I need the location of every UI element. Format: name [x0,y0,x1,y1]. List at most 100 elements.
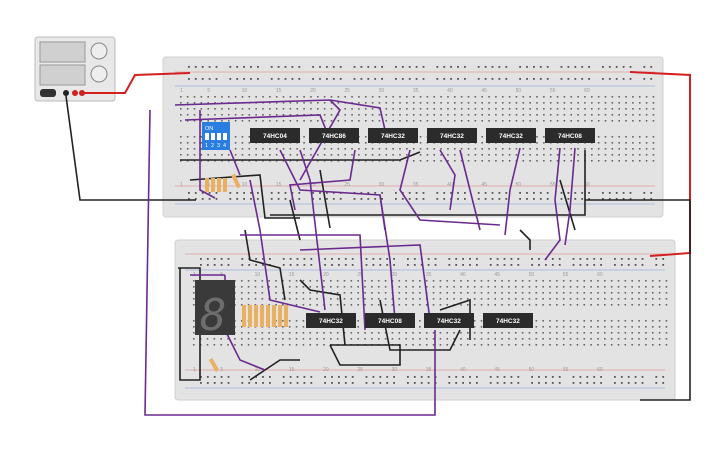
breadboard-hole[interactable] [577,148,579,150]
breadboard-hole[interactable] [303,102,305,104]
breadboard-hole[interactable] [583,320,586,322]
breadboard-hole[interactable] [591,102,593,104]
breadboard-hole[interactable] [364,292,366,294]
breadboard-hole[interactable] [576,338,579,340]
breadboard-hole[interactable] [310,108,312,110]
breadboard-hole[interactable] [257,198,259,200]
breadboard-hole[interactable] [655,382,658,384]
breadboard-hole[interactable] [528,338,531,340]
breadboard-hole[interactable] [480,298,483,300]
breadboard-hole[interactable] [255,376,257,378]
breadboard-hole[interactable] [617,338,620,340]
breadboard-hole[interactable] [542,304,544,306]
breadboard-hole[interactable] [665,326,668,328]
breadboard-hole[interactable] [440,160,442,162]
breadboard-hole[interactable] [597,142,600,144]
breadboard-hole[interactable] [425,338,428,340]
breadboard-hole[interactable] [374,192,377,194]
breadboard-hole[interactable] [254,280,257,282]
breadboard-hole[interactable] [207,114,209,116]
breadboard-hole[interactable] [440,96,442,98]
breadboard-hole[interactable] [443,78,446,80]
breadboard-hole[interactable] [419,96,422,98]
breadboard-hole[interactable] [645,320,647,322]
breadboard-hole[interactable] [510,258,513,260]
breadboard-hole[interactable] [604,148,607,150]
breadboard-hole[interactable] [602,78,604,80]
breadboard-hole[interactable] [572,258,575,260]
breadboard-hole[interactable] [310,120,312,122]
breadboard-hole[interactable] [515,96,518,98]
breadboard-hole[interactable] [200,376,202,378]
breadboard-hole[interactable] [351,264,354,266]
breadboard-hole[interactable] [569,344,572,346]
breadboard-hole[interactable] [312,78,314,80]
breadboard-hole[interactable] [498,78,501,80]
breadboard-hole[interactable] [372,376,375,378]
breadboard-hole[interactable] [556,160,559,162]
breadboard-hole[interactable] [343,304,346,306]
breadboard-hole[interactable] [288,344,291,346]
breadboard-hole[interactable] [562,280,565,282]
breadboard-hole[interactable] [597,136,600,138]
breadboard-hole[interactable] [353,78,356,80]
breadboard-hole[interactable] [481,142,483,144]
breadboard-hole[interactable] [608,192,611,194]
breadboard-hole[interactable] [254,304,257,306]
breadboard-hole[interactable] [618,114,620,116]
breadboard-hole[interactable] [611,96,614,98]
breadboard-hole[interactable] [577,114,579,116]
breadboard-hole[interactable] [296,382,299,384]
breadboard-hole[interactable] [519,198,521,200]
breadboard-hole[interactable] [330,120,333,122]
breadboard-hole[interactable] [406,96,408,98]
breadboard-hole[interactable] [316,338,318,340]
breadboard-hole[interactable] [510,376,513,378]
breadboard-hole[interactable] [385,120,388,122]
breadboard-hole[interactable] [604,298,606,300]
breadboard-hole[interactable] [188,78,190,80]
breadboard-hole[interactable] [406,108,408,110]
breadboard-hole[interactable] [533,78,535,80]
breadboard-hole[interactable] [446,286,449,288]
breadboard-hole[interactable] [247,298,250,300]
breadboard-hole[interactable] [277,78,280,80]
breadboard-hole[interactable] [241,120,244,122]
breadboard-hole[interactable] [549,160,552,162]
breadboard-hole[interactable] [556,148,559,150]
breadboard-hole[interactable] [247,344,250,346]
breadboard-hole[interactable] [391,338,394,340]
breadboard-hole[interactable] [367,78,370,80]
breadboard-hole[interactable] [514,298,517,300]
breadboard-hole[interactable] [208,198,211,200]
breadboard-hole[interactable] [193,292,195,294]
breadboard-hole[interactable] [241,114,244,116]
breadboard-hole[interactable] [240,298,243,300]
breadboard-hole[interactable] [275,102,278,104]
breadboard-hole[interactable] [193,332,195,334]
breadboard-hole[interactable] [473,326,476,328]
breadboard-hole[interactable] [645,148,648,150]
breadboard-hole[interactable] [488,154,490,156]
breadboard-hole[interactable] [556,114,559,116]
breadboard-hole[interactable] [641,258,644,260]
breadboard-hole[interactable] [460,148,463,150]
breadboard-hole[interactable] [200,136,203,138]
breadboard-hole[interactable] [200,114,203,116]
breadboard-hole[interactable] [357,304,359,306]
breadboard-hole[interactable] [469,264,471,266]
breadboard-hole[interactable] [194,192,197,194]
breadboard-hole[interactable] [275,304,277,306]
breadboard-hole[interactable] [365,264,368,266]
breadboard-hole[interactable] [371,114,374,116]
breadboard-hole[interactable] [624,344,627,346]
breadboard-hole[interactable] [480,344,483,346]
breadboard-hole[interactable] [317,120,319,122]
breadboard-hole[interactable] [454,148,456,150]
breadboard-hole[interactable] [489,382,492,384]
breadboard-hole[interactable] [447,102,449,104]
breadboard-hole[interactable] [200,96,203,98]
breadboard-hole[interactable] [241,96,244,98]
breadboard-hole[interactable] [323,344,325,346]
breadboard-hole[interactable] [193,338,195,340]
